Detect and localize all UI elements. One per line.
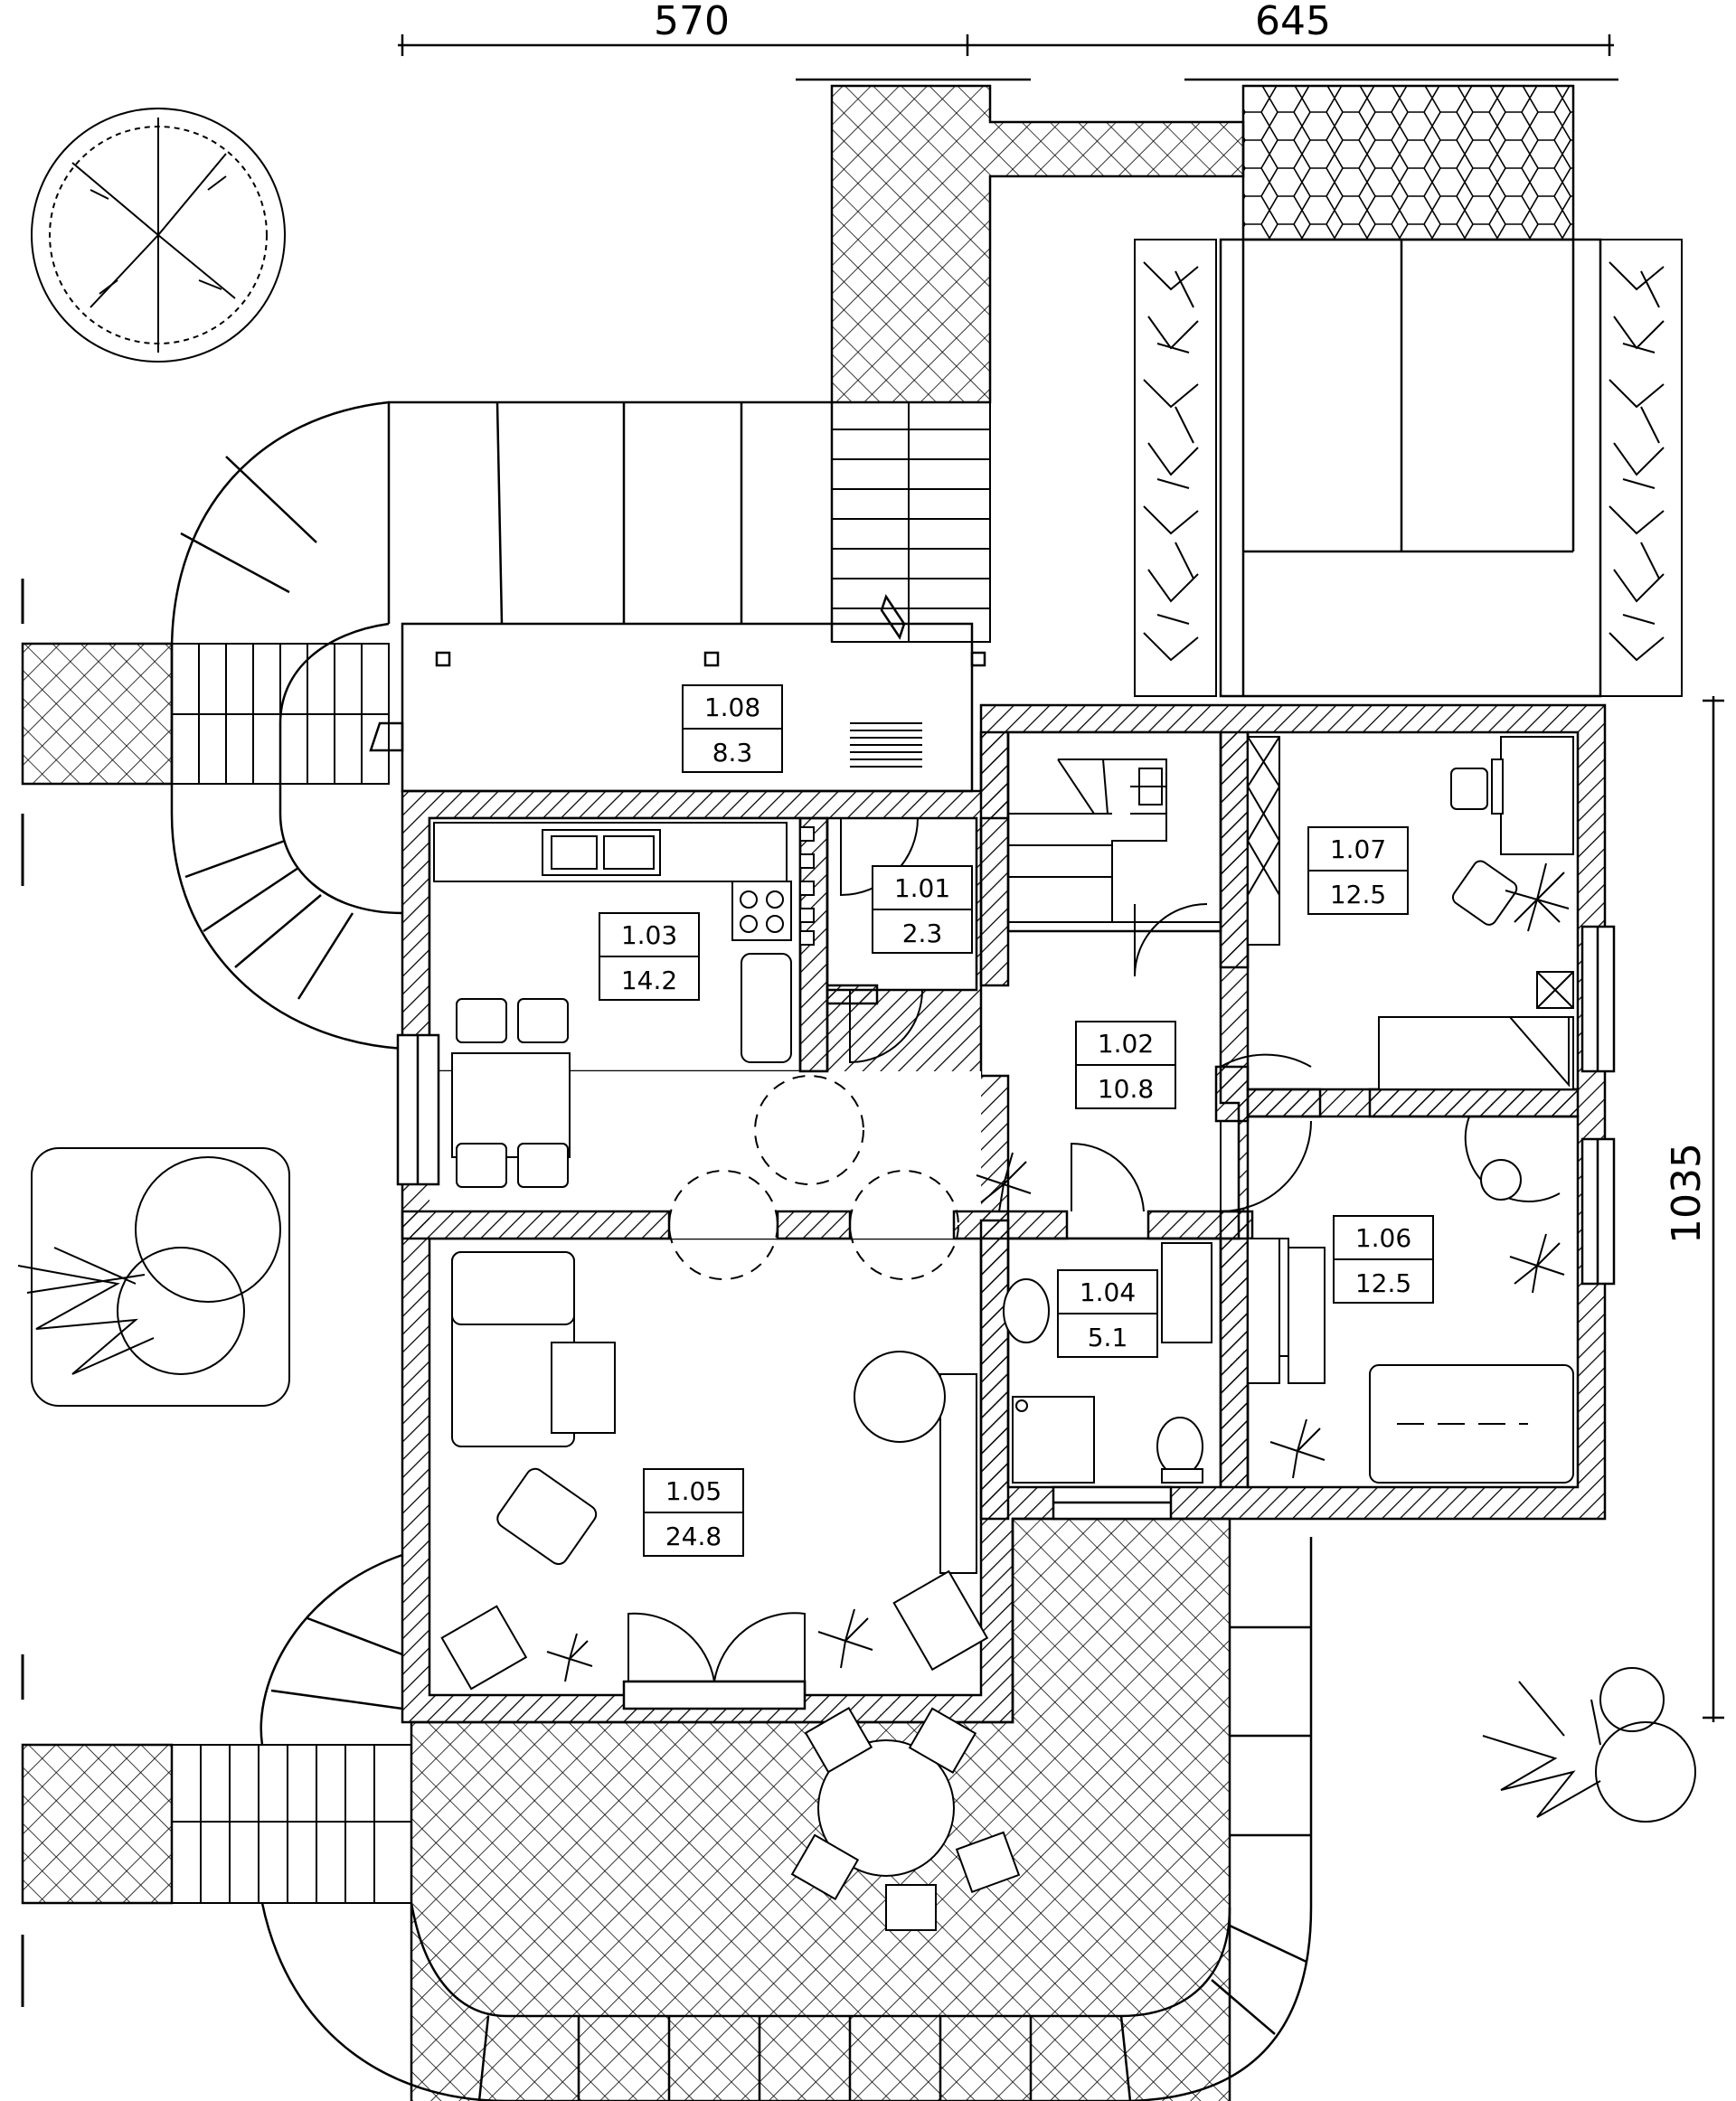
room-area: 10.8 <box>1098 1074 1154 1104</box>
internal-stairs <box>1007 731 1222 923</box>
room-label-1.01: 1.01 2.3 <box>872 865 973 954</box>
room-number: 1.04 <box>1080 1277 1136 1307</box>
room-number: 1.03 <box>621 920 677 950</box>
room-label-1.02: 1.02 10.8 <box>1075 1021 1176 1109</box>
room-number: 1.05 <box>665 1476 722 1506</box>
living-furniture <box>440 1251 1021 1931</box>
kitchen-furniture <box>433 822 815 1188</box>
room-label-1.03: 1.03 14.2 <box>599 912 700 1001</box>
room-label-1.06: 1.06 12.5 <box>1333 1215 1434 1304</box>
dimension-1035: 1035 <box>1664 1143 1710 1244</box>
top-stairs <box>831 401 991 643</box>
top-dimension <box>398 34 1614 56</box>
room-area: 24.8 <box>665 1522 722 1551</box>
room-label-1.04: 1.04 5.1 <box>1057 1269 1158 1358</box>
room-area: 12.5 <box>1330 880 1386 909</box>
room-number: 1.06 <box>1355 1223 1411 1253</box>
tree-top-left <box>31 108 286 363</box>
shrub-left <box>17 1147 290 1407</box>
windows <box>396 925 1616 1710</box>
room-area: 14.2 <box>621 966 677 995</box>
left-lower-stairs <box>171 1744 412 1904</box>
bedroom-furniture <box>1251 736 1574 1484</box>
hedge-right <box>1599 239 1683 697</box>
right-dimension <box>1703 696 1724 1722</box>
carport <box>1219 238 1602 698</box>
room-number: 1.01 <box>894 873 950 903</box>
left-entry-stairs <box>171 643 390 785</box>
dimension-570: 570 <box>654 0 730 44</box>
room-area: 12.5 <box>1355 1268 1411 1298</box>
hedge-left <box>1134 239 1217 697</box>
room-label-1.05: 1.05 24.8 <box>643 1468 744 1557</box>
room-label-1.07: 1.07 12.5 <box>1307 826 1409 915</box>
doors <box>627 817 1561 1682</box>
indoor-plants <box>546 862 1570 1682</box>
room-area: 8.3 <box>712 738 753 768</box>
room-number: 1.08 <box>704 692 760 722</box>
vestibule-outline <box>369 594 986 793</box>
room-number: 1.07 <box>1330 834 1386 864</box>
bath-furniture <box>1003 1242 1212 1484</box>
dimension-645: 645 <box>1255 0 1331 44</box>
room-number: 1.02 <box>1098 1029 1154 1059</box>
shrub-right <box>1482 1667 1696 1823</box>
arch-circles <box>668 1075 959 1280</box>
room-label-1.08: 1.08 8.3 <box>682 684 783 773</box>
stair-hall-details <box>1247 736 1280 1384</box>
room-area: 2.3 <box>902 919 943 948</box>
room-area: 5.1 <box>1088 1323 1128 1352</box>
south-round-steps <box>259 1537 1313 2101</box>
